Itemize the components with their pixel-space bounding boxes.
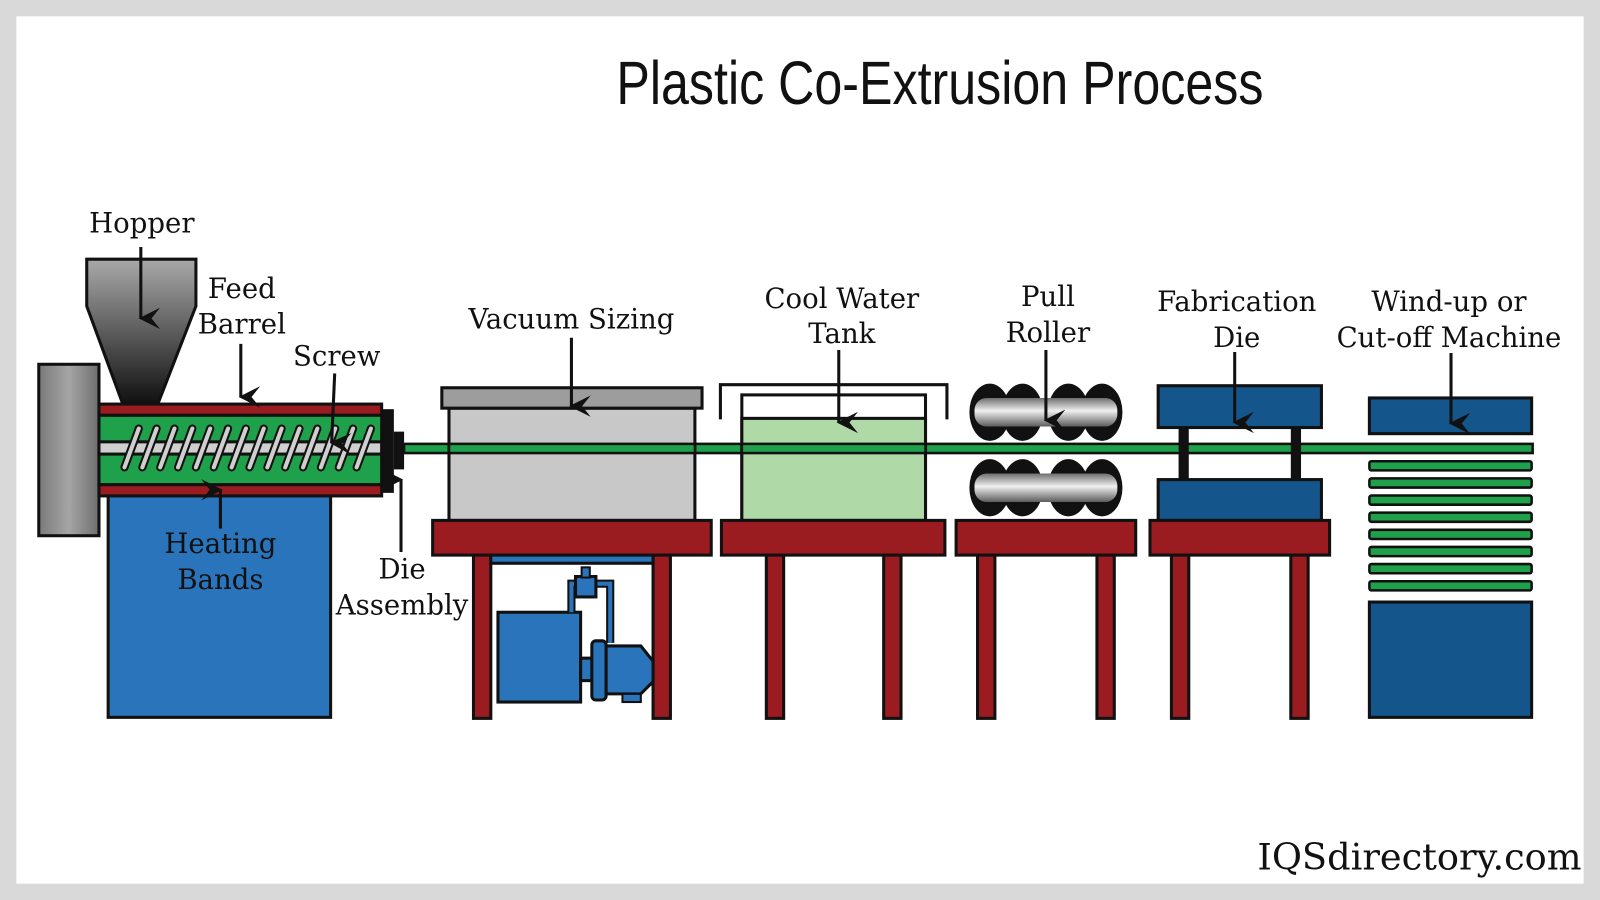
drive-plate <box>37 362 101 538</box>
label-heating-bands: Heating <box>164 528 276 560</box>
table-leg <box>1095 553 1116 720</box>
coil-layer <box>1368 562 1533 575</box>
coil-layer <box>1368 511 1533 524</box>
coil-layer <box>1368 528 1533 541</box>
diagram-title: Plastic Co-Extrusion Process <box>616 48 1263 117</box>
screw-flight <box>191 424 215 472</box>
screw-arrow <box>329 373 352 455</box>
screw-flight <box>263 424 286 472</box>
label-die-assembly: Die <box>378 554 425 586</box>
die-post <box>1178 426 1189 480</box>
extruder <box>37 257 405 719</box>
label-hopper: Hopper <box>89 208 195 240</box>
screw-flights <box>120 424 375 472</box>
label-pull-roller: Pull <box>1021 281 1075 313</box>
pump-housing <box>590 639 608 702</box>
label-fabrication-die: Die <box>1213 322 1260 354</box>
label-windup: Cut-off Machine <box>1337 322 1562 354</box>
screw-flight <box>245 424 268 472</box>
water <box>740 416 928 522</box>
screw-flight <box>120 424 143 472</box>
vacuum-pump <box>604 644 655 696</box>
label-heating-bands: Bands <box>177 564 263 596</box>
extruder-base <box>106 492 333 719</box>
label-fabrication-die: Fabrication <box>1157 286 1316 318</box>
die-upper-block <box>1156 384 1323 430</box>
label-cool-water-tank: Tank <box>808 318 875 350</box>
label-windup: Wind-up or <box>1371 286 1527 318</box>
die-nozzle <box>393 431 405 470</box>
label-cool-water-tank: Cool Water <box>764 283 920 315</box>
die-post <box>1290 426 1302 480</box>
table-leg <box>764 553 786 720</box>
brand-watermark: IQSdirectory.com <box>1257 835 1581 878</box>
table-leg <box>471 553 493 720</box>
windup-base <box>1367 600 1534 719</box>
table-top <box>954 518 1138 557</box>
vacuum-extrudate <box>447 442 697 455</box>
screw-flight <box>281 424 304 472</box>
die-block <box>381 409 394 493</box>
screw-flight <box>156 424 179 472</box>
vacuum-tank <box>447 406 697 522</box>
fabrication-die-unit <box>1148 384 1332 720</box>
pull-roller <box>969 459 1123 517</box>
coil-layer <box>1368 579 1533 592</box>
table-leg <box>882 553 903 720</box>
coil-layer <box>1368 545 1533 558</box>
coil-layer <box>1368 477 1533 489</box>
label-feed-barrel: Barrel <box>198 309 286 341</box>
barrel-top-band <box>97 402 384 417</box>
screw-flight <box>173 424 197 472</box>
table-top <box>719 518 947 557</box>
table-leg <box>1169 553 1191 720</box>
screw-flight <box>352 424 375 472</box>
table-top <box>1148 518 1332 557</box>
label-vacuum-sizing: Vacuum Sizing <box>467 304 674 336</box>
screw-flight <box>209 424 233 472</box>
extruded-profile <box>402 442 1534 455</box>
coil-layer <box>1368 459 1533 472</box>
table-leg <box>976 553 997 720</box>
label-die-assembly: Assembly <box>335 589 469 621</box>
vacuum-motor <box>496 610 583 704</box>
barrel-bottom-band <box>97 483 384 498</box>
cool-water-tank <box>718 383 949 720</box>
labels: Hopper Feed Barrel Screw Heating Bands D… <box>89 208 1561 622</box>
table-leg <box>1289 553 1310 720</box>
die-lower-block <box>1156 478 1323 522</box>
coiled-product <box>1368 459 1533 592</box>
coil-layer <box>1368 494 1533 506</box>
table-top <box>431 518 713 557</box>
label-screw: Screw <box>293 340 381 372</box>
screw-flight <box>298 424 322 472</box>
label-pull-roller: Roller <box>1006 317 1091 349</box>
callout-arrows <box>138 246 1471 553</box>
table-leg <box>651 553 672 720</box>
vacuum-sizing-unit <box>431 386 713 720</box>
label-feed-barrel: Feed <box>208 273 276 305</box>
screw-flight <box>227 424 251 472</box>
screw-flight <box>138 424 161 472</box>
tank-frame <box>718 383 949 420</box>
pump-shelf <box>489 553 655 565</box>
pump-valve <box>573 575 598 599</box>
